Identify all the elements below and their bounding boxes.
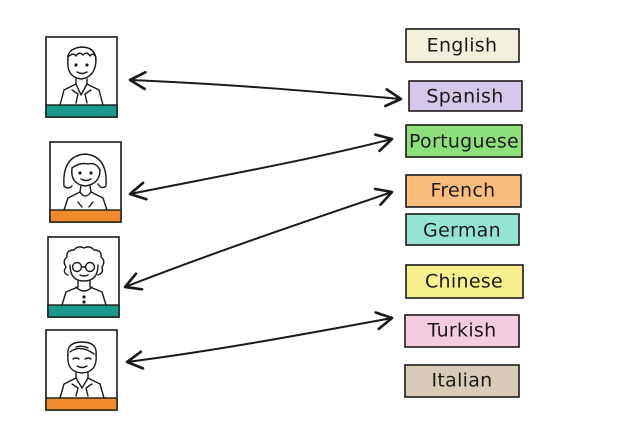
woman-avatar-icon — [63, 153, 108, 211]
person-card-bar — [45, 397, 118, 411]
language-box-bg — [405, 174, 522, 208]
language-box-bg — [404, 314, 520, 348]
language-box-english: English — [405, 28, 520, 63]
curly-hair-glasses-avatar-icon — [61, 246, 107, 306]
person-card-bar — [45, 104, 118, 118]
language-box-bg — [408, 80, 523, 112]
language-label: Chinese — [425, 271, 503, 293]
connection-arrow-person-4-turkish — [125, 311, 394, 370]
language-label: French — [431, 180, 496, 202]
language-label: Turkish — [427, 320, 497, 342]
connection-arrow-person-3-french — [123, 187, 394, 291]
language-box-bg — [405, 264, 524, 299]
connection-arrow-person-1-spanish — [128, 70, 403, 108]
language-box-portuguese: Portuguese — [405, 124, 523, 158]
language-box-italian: Italian — [404, 364, 520, 398]
language-label: German — [423, 220, 501, 242]
language-box-chinese: Chinese — [405, 264, 524, 299]
language-box-bg — [404, 364, 520, 398]
person-card-bar — [49, 209, 122, 223]
language-box-turkish: Turkish — [404, 314, 520, 348]
language-label: Italian — [431, 370, 492, 392]
language-box-spanish: Spanish — [408, 80, 523, 112]
man-side-part-avatar-icon — [59, 341, 105, 399]
language-box-french: French — [405, 174, 522, 208]
language-box-german: German — [405, 213, 520, 246]
man-avatar-icon — [59, 46, 104, 106]
person-card-4 — [45, 329, 118, 411]
language-label: Portuguese — [409, 131, 519, 153]
language-label: English — [427, 35, 498, 57]
language-box-bg — [405, 124, 523, 158]
language-box-bg — [405, 213, 520, 246]
person-card-2 — [49, 141, 122, 223]
person-card-bar — [47, 304, 120, 318]
person-card-3 — [47, 236, 120, 318]
language-label: Spanish — [426, 86, 503, 108]
connection-arrow-person-2-portuguese — [128, 133, 394, 201]
language-box-bg — [405, 28, 520, 63]
person-card-1 — [45, 36, 118, 118]
